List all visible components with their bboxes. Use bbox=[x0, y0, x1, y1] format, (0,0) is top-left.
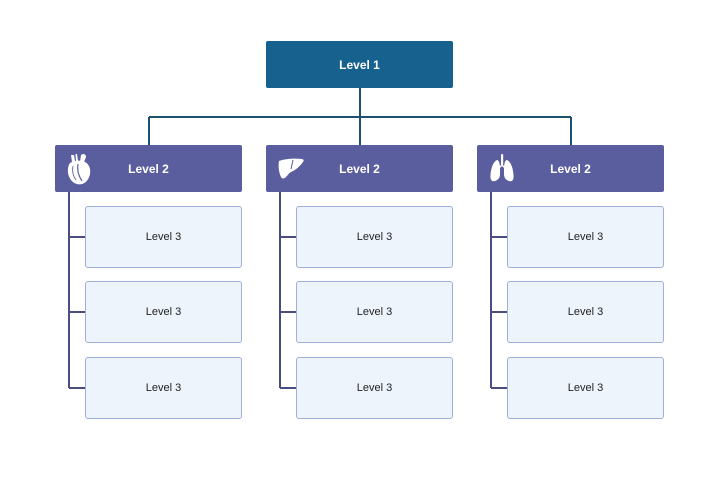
level3-node-3-1[interactable]: Level 3 bbox=[507, 206, 664, 268]
lungs-icon bbox=[490, 154, 514, 182]
level3-node-2-3[interactable]: Level 3 bbox=[296, 357, 453, 419]
level3-label: Level 3 bbox=[356, 382, 393, 394]
level3-node-3-2[interactable]: Level 3 bbox=[507, 281, 664, 343]
level2-label-1: Level 2 bbox=[128, 161, 169, 176]
liver-icon bbox=[278, 158, 304, 179]
level3-node-1-1[interactable]: Level 3 bbox=[85, 206, 242, 268]
heart-icon bbox=[67, 153, 91, 185]
level2-connectors bbox=[68, 192, 507, 389]
level2-node-1[interactable]: Level 2 bbox=[55, 145, 242, 192]
level2-label-3: Level 2 bbox=[550, 161, 591, 176]
level2-node-2[interactable]: Level 2 bbox=[266, 145, 453, 192]
level3-label: Level 3 bbox=[145, 306, 182, 318]
level3-label: Level 3 bbox=[145, 382, 182, 394]
level1-label: Level 1 bbox=[339, 57, 380, 72]
level1-connectors bbox=[148, 88, 572, 145]
level3-label: Level 3 bbox=[145, 231, 182, 243]
level3-node-2-2[interactable]: Level 3 bbox=[296, 281, 453, 343]
level3-label: Level 3 bbox=[356, 231, 393, 243]
level3-label: Level 3 bbox=[567, 231, 604, 243]
level3-node-2-1[interactable]: Level 3 bbox=[296, 206, 453, 268]
level2-node-3[interactable]: Level 2 bbox=[477, 145, 664, 192]
level3-node-3-3[interactable]: Level 3 bbox=[507, 357, 664, 419]
level3-label: Level 3 bbox=[356, 306, 393, 318]
level2-label-2: Level 2 bbox=[339, 161, 380, 176]
level3-label: Level 3 bbox=[567, 382, 604, 394]
level3-label: Level 3 bbox=[567, 306, 604, 318]
level1-node[interactable]: Level 1 bbox=[266, 41, 453, 88]
level3-node-1-3[interactable]: Level 3 bbox=[85, 357, 242, 419]
level3-node-1-2[interactable]: Level 3 bbox=[85, 281, 242, 343]
